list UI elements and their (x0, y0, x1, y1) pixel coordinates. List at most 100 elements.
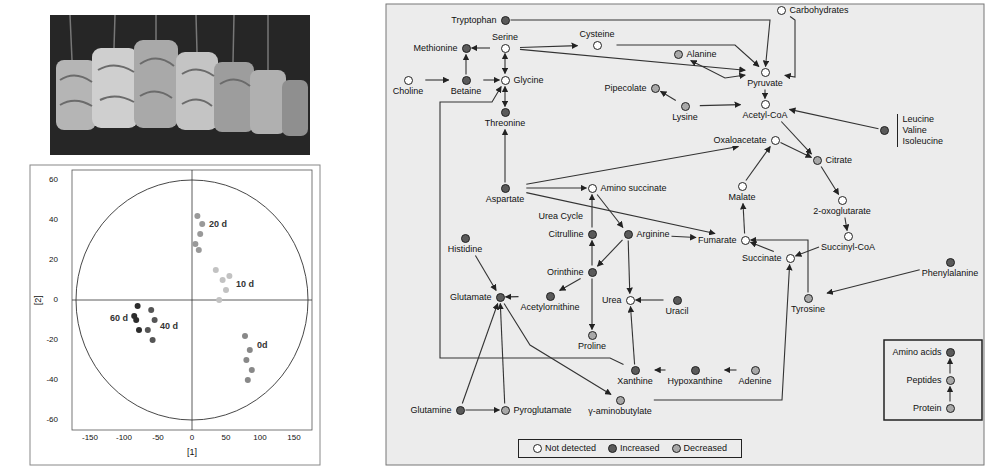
metabolite-name: Succinyl-CoA (820, 242, 876, 253)
metabolite-dot (786, 254, 795, 263)
label-group: Urea (601, 295, 623, 306)
metabolite-node: Carbohydrates (777, 5, 850, 16)
metabolite-node: Acetylornithine (519, 292, 580, 313)
pathway-arrow (520, 49, 745, 70)
plot-frame (30, 165, 320, 465)
metabolite-name: Glutamate (449, 292, 493, 303)
metabolite-dot (631, 366, 640, 375)
metabolite-dot (546, 292, 555, 301)
tick-label: 40 (49, 215, 58, 224)
metabolite-name: Fumarate (697, 235, 738, 246)
tick-label: -40 (46, 375, 58, 384)
rope (70, 15, 268, 70)
metabolite-name: Tyrosine (790, 304, 826, 315)
pathway-panel (386, 4, 984, 465)
label-group: Betaine (450, 86, 483, 97)
tick-label: -50 (152, 433, 164, 442)
metabolite-dot (588, 184, 597, 193)
label-group: Alanine (686, 49, 718, 60)
metabolite-name: Amino acids (891, 347, 942, 358)
metabolite-dot (616, 396, 625, 405)
label-group: Xanthine (616, 376, 654, 387)
label-group: Malate (728, 192, 757, 203)
metabolite-name: Hypoxanthine (666, 376, 723, 387)
pathway-arrow (520, 46, 578, 48)
metabolite-dot (838, 196, 847, 205)
pathway-arrow (672, 236, 697, 237)
pathway-arrow (631, 307, 635, 365)
pathway-arrow (785, 17, 795, 78)
metabolite-node: Adenine (737, 366, 772, 387)
metabolite-name: Pyruvate (746, 78, 784, 89)
metabolite-name: Malate (728, 192, 757, 203)
metabolite-name: Amino succinate (600, 183, 668, 194)
metabolite-node: Succinate (741, 253, 795, 264)
sack (134, 40, 178, 128)
metabolite-node: Malate (728, 182, 757, 203)
label-group: Arginine (636, 229, 671, 240)
tick-label: 20 (49, 255, 58, 264)
pathway-arrow (628, 241, 630, 294)
sack-texture (60, 58, 250, 106)
label-group: Glycine (513, 75, 545, 86)
label-group: Succinate (741, 253, 783, 264)
metabolite-node: Pyroglutamate (501, 405, 573, 416)
metabolite-node: Histidine (447, 234, 484, 255)
label-group: Peptides (905, 375, 942, 386)
pathway-arrow (591, 279, 592, 330)
label-group: Histidine (447, 244, 484, 255)
metabolite-dot (462, 76, 471, 85)
tick-label: -20 (46, 335, 58, 344)
metabolite-node: Amino acids (891, 347, 954, 358)
label-group: Succinyl-CoA (820, 242, 876, 253)
metabolite-name: Isoleucine (902, 136, 945, 147)
tick-label: 50 (222, 433, 231, 442)
metabolite-node: Alanine (674, 49, 718, 60)
metabolite-node: Lysine (671, 102, 699, 123)
metabolite-dot (741, 236, 750, 245)
metabolite-name: Glutamine (409, 405, 452, 416)
pathway-arrow (746, 147, 770, 181)
tick-label: -100 (116, 433, 132, 442)
pca-score-plot (30, 165, 320, 465)
metabolite-dot (456, 406, 465, 415)
metabolite-dot (501, 184, 510, 193)
metabolite-node: LeucineValineIsoleucine (880, 114, 945, 147)
points-60d (131, 303, 142, 333)
metabolite-dot (681, 102, 690, 111)
points-0d (242, 333, 255, 383)
pathway-arrow (560, 279, 581, 291)
metabolite-name: Adenine (737, 376, 772, 387)
metabolite-node: Glutamate (449, 292, 505, 303)
metabolite-name: Cysteine (579, 29, 616, 40)
label-group: Methionine (412, 43, 458, 54)
metabolite-dot (761, 68, 770, 77)
label-group: 2-oxoglutarate (812, 206, 872, 217)
pathway-arrow (781, 122, 811, 155)
pathway-arrow (661, 91, 676, 100)
label-group: Amino acids (891, 347, 942, 358)
pathway-arrow (506, 296, 519, 297)
label-group: Aspartate (485, 194, 526, 205)
metabolite-node: Orinthine (546, 267, 597, 278)
metabolite-node: Xanthine (616, 366, 654, 387)
metabolite-node: Oxaloacetate (712, 135, 779, 146)
pathway-arrow (725, 369, 737, 370)
label-group: Amino succinate (600, 183, 668, 194)
metabolite-dot (777, 6, 786, 15)
group-label: 60 d (110, 313, 128, 323)
metabolite-node: Serine (491, 32, 519, 53)
metabolite-name: Carbohydrates (789, 5, 850, 16)
metabolite-name: Pyroglutamate (513, 405, 573, 416)
label-group: Pipecolate (603, 83, 647, 94)
metabolite-dot (496, 293, 505, 302)
label-group: Adenine (737, 376, 772, 387)
pathway-arrow (591, 195, 592, 228)
label-group: Citrulline (547, 229, 584, 240)
metabolite-name: Aspartate (485, 194, 526, 205)
metabolite-node: Tryptophan (450, 15, 509, 26)
metabolite-dot (946, 258, 955, 267)
tick-label: 60 (49, 175, 58, 184)
metabolite-node: Amino succinate (588, 183, 668, 194)
